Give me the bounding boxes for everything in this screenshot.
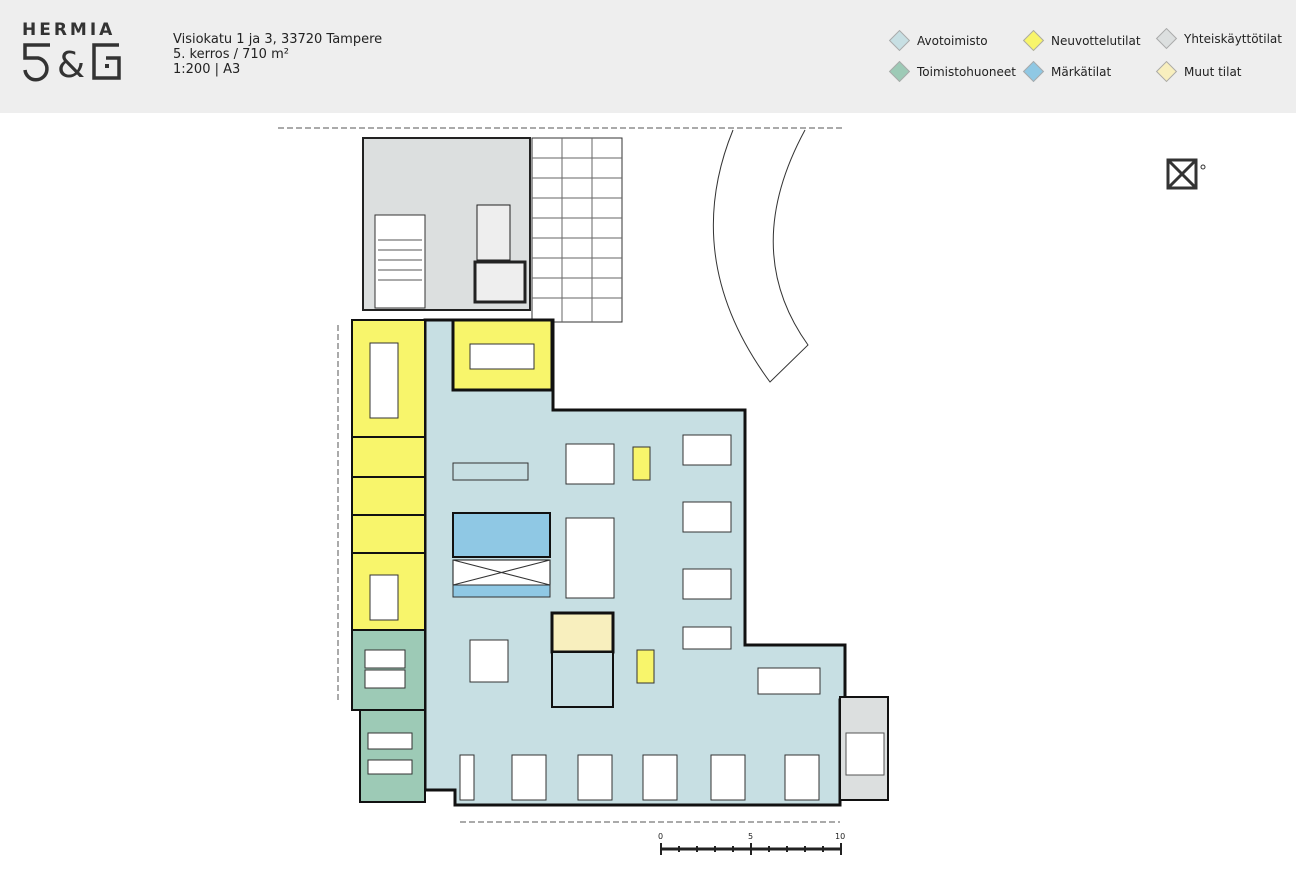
legend-label: Toimistohuoneet [917, 64, 1016, 79]
elevator-large [473, 260, 527, 304]
legend-item-muut-tilat: Muut tilat [1155, 60, 1242, 83]
sofa-bench [452, 462, 529, 481]
other-room-muut-tilat [550, 611, 615, 654]
scale-tick-0: 0 [658, 832, 663, 841]
logo-wordmark: HERMIA [22, 20, 116, 40]
plan-detail [369, 574, 399, 621]
logo-5-6-mark: & [23, 43, 121, 82]
plan-detail [565, 517, 615, 599]
plan-detail [757, 667, 821, 695]
plan-detail [364, 669, 406, 689]
plan-detail [367, 732, 413, 750]
plan-detail [367, 759, 413, 775]
plan-detail [1166, 158, 1198, 190]
stairwell [374, 214, 426, 309]
meeting-room-3 [351, 476, 426, 516]
meeting-room-2 [351, 436, 426, 478]
header: HERMIA & Visiokatu 1 ja 3, 33720 Tampere… [0, 0, 1296, 113]
wet-rooms-markatilat [452, 512, 551, 558]
plan-detail [1200, 164, 1206, 170]
plan-detail [469, 639, 509, 683]
plan-detail [511, 754, 547, 801]
ramp-grid [531, 137, 623, 323]
kitchen-counter [452, 584, 551, 598]
plan-detail [682, 501, 732, 533]
plan-detail [710, 754, 746, 801]
storage-room [551, 651, 614, 708]
workstation-desks [364, 342, 821, 801]
legend-item-neuvottelutilat: Neuvottelutilat [1022, 29, 1141, 52]
plan-detail: 0 5 10 [278, 127, 1206, 855]
legend-item-avotoimisto: Avotoimisto [888, 29, 988, 52]
plan-detail [682, 626, 732, 650]
north-arrow-icon [1166, 158, 1206, 190]
curved-facade [712, 129, 809, 383]
legend: Avotoimisto Neuvottelutilat Yhteiskäyttö… [888, 27, 1296, 88]
plan-detail [452, 559, 551, 586]
stair-treads [378, 239, 422, 281]
ramp-grid-lines [532, 138, 622, 322]
address: Visiokatu 1 ja 3, 33720 Tampere [173, 32, 383, 47]
plan-detail [660, 843, 842, 855]
plan-detail [459, 754, 475, 801]
plan-detail [682, 434, 732, 466]
plan-detail [642, 754, 678, 801]
stair-treads-right [845, 732, 885, 776]
scale-text: 1:200 | A3 [173, 62, 241, 77]
scale-tick-10: 10 [835, 832, 845, 841]
plan-detail [369, 342, 399, 419]
plan-detail [565, 443, 615, 485]
floor-area: 5. kerros / 710 m² [173, 47, 289, 62]
office-room-1 [351, 629, 426, 711]
plan-detail [105, 64, 109, 68]
plan-detail [23, 43, 50, 82]
phone-booth-1 [632, 446, 651, 481]
legend-item-toimistohuoneet: Toimistohuoneet [888, 60, 1016, 83]
phone-booth-2 [636, 649, 655, 684]
hermia-logo: HERMIA & [22, 20, 122, 82]
legend-label: Avotoimisto [917, 33, 988, 48]
scale-bar: 0 5 10 [658, 832, 845, 855]
plan-detail [682, 568, 732, 600]
legend-label: Neuvottelutilat [1051, 33, 1141, 48]
office-room-2 [359, 709, 426, 803]
legend-label: Yhteiskäyttötilat [1184, 31, 1282, 46]
plan-detail [364, 649, 406, 669]
legend-label: Märkätilat [1051, 64, 1112, 79]
scale-tick-5: 5 [748, 832, 753, 841]
plan-detail [577, 754, 613, 801]
legend-label: Muut tilat [1184, 64, 1242, 79]
legend-item-yhteiskayttotilat: Yhteiskäyttötilat [1155, 27, 1282, 50]
meeting-room-4 [351, 514, 426, 554]
plan-detail [469, 343, 535, 370]
plan-detail: & [57, 45, 85, 82]
building-info: Visiokatu 1 ja 3, 33720 Tampere 5. kerro… [173, 32, 382, 77]
elevator-shafts [476, 204, 511, 261]
legend-item-markatilat: Märkätilat [1022, 60, 1112, 83]
plan-detail [1166, 158, 1198, 190]
plan-detail [92, 43, 121, 80]
plan-detail [784, 754, 820, 801]
